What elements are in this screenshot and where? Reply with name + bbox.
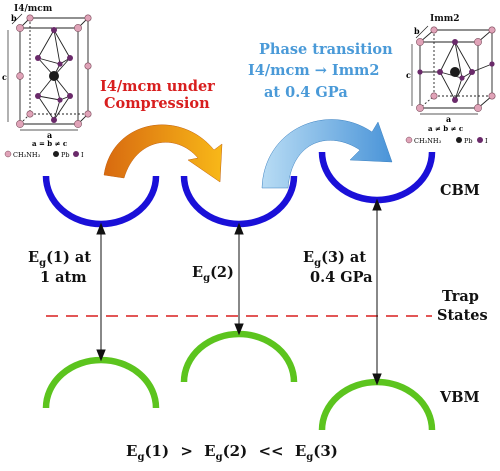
gap-label-2: Eg(2): [192, 264, 234, 284]
legend-right-pb: Pb: [464, 137, 473, 145]
cbm-arc-1: [42, 175, 160, 228]
vbm-arc-2: [180, 330, 298, 383]
crystal-left-axis-a: a: [47, 130, 52, 140]
transition-label-line3: at 0.4 GPa: [264, 84, 348, 101]
gap-label-3-line2: 0.4 GPa: [310, 269, 373, 286]
vbm-label: VBM: [439, 389, 480, 406]
crystal-left-legend: CH₃NH₃ Pb I: [4, 150, 84, 159]
trap-label-line1: Trap: [442, 288, 479, 305]
svg-text:Eg(2): Eg(2): [192, 264, 234, 284]
crystal-left-title: I4/mcm: [14, 4, 53, 14]
legend-left-pb: Pb: [61, 151, 70, 159]
gap-arrows: [96, 198, 382, 386]
svg-text:Eg(1) at: Eg(1) at: [28, 249, 91, 269]
cbm-bands: [42, 151, 436, 228]
svg-text:Eg(3) at: Eg(3) at: [303, 249, 366, 269]
gap-label-1: Eg(1) at 1 atm: [28, 249, 91, 286]
legend-right-i: I: [485, 137, 488, 145]
crystal-right-title: Imm2: [430, 14, 460, 24]
crystal-right-lattice: a ≠ b ≠ c: [428, 124, 463, 133]
crystal-right-axis-c: c: [406, 70, 411, 80]
crystal-right-axis-b: b: [414, 26, 420, 36]
compression-label-line1: I4/mcm under: [100, 78, 215, 95]
legend-left-mac: CH₃NH₃: [13, 151, 41, 159]
gap-label-3: Eg(3) at 0.4 GPa: [303, 249, 373, 286]
compression-arrow: [103, 124, 223, 183]
bandgap-relation: Eg(1) > Eg(2) << Eg(3): [126, 442, 338, 463]
gap-label-1-line2: 1 atm: [40, 269, 87, 286]
transition-label-line2: I4/mcm → Imm2: [248, 62, 379, 79]
trap-label-line2: States: [437, 307, 488, 324]
crystal-right: Imm2: [405, 14, 496, 145]
crystal-left-lattice: a = b ≠ c: [32, 139, 67, 148]
cbm-label: CBM: [440, 182, 480, 199]
legend-right-mac: CH₃NH₃: [414, 137, 442, 145]
crystal-right-axis-a: a: [446, 114, 451, 124]
compression-label-line2: Compression: [104, 95, 210, 112]
transition-label-line1: Phase transition: [259, 41, 393, 58]
crystal-left-atoms: [16, 14, 92, 128]
transition-arrow: [261, 119, 393, 189]
vbm-bands: [42, 330, 436, 431]
legend-left-i: I: [81, 151, 84, 159]
crystal-left: I4/mcm: [2, 4, 92, 159]
vbm-arc-3: [318, 378, 436, 431]
crystal-right-atoms: [416, 26, 496, 112]
crystal-left-axis-b: b: [11, 13, 17, 23]
crystal-left-axis-c: c: [2, 72, 7, 82]
vbm-arc-1: [42, 356, 160, 409]
crystal-right-legend: CH₃NH₃ Pb I: [405, 136, 488, 145]
